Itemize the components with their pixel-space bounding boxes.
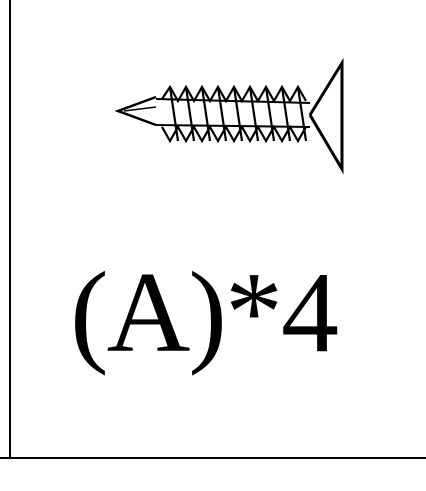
countersunk-tapping-screw-icon [114, 57, 344, 175]
part-quantity-label: (A)*4 [70, 249, 339, 377]
panel-left-border [9, 0, 11, 458]
panel-bottom-border [0, 457, 426, 459]
